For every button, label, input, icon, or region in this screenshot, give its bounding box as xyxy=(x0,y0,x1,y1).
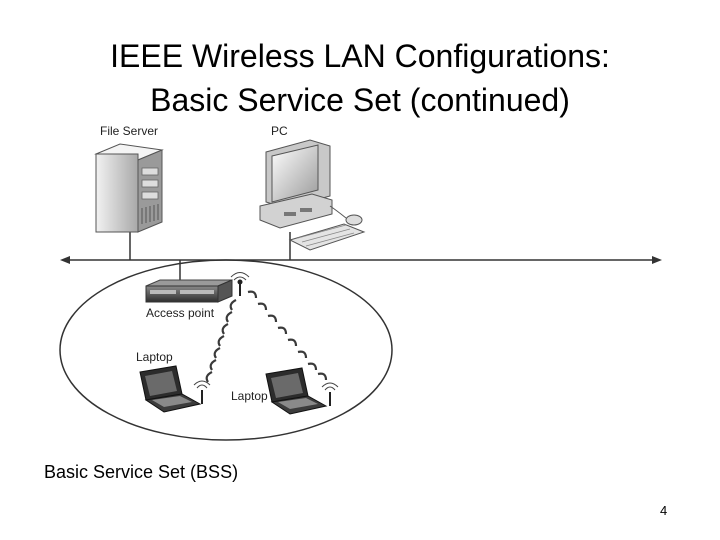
network-backbone-line xyxy=(60,256,662,264)
bss-ellipse xyxy=(59,259,393,441)
wireless-wave-right-icon xyxy=(247,290,328,381)
access-point-icon xyxy=(145,279,243,303)
access-point-signal-icon xyxy=(230,272,250,281)
title-line-2: Basic Service Set (continued) xyxy=(150,82,570,118)
title-line-1: IEEE Wireless LAN Configurations: xyxy=(110,38,610,74)
pc-icon xyxy=(259,139,366,251)
laptop-left-signal-icon xyxy=(193,380,211,389)
diagram-caption: Basic Service Set (BSS) xyxy=(44,462,239,482)
slide-title: IEEE Wireless LAN Configurations: Basic … xyxy=(0,34,720,122)
laptop-right-signal-icon xyxy=(321,382,339,391)
page-number: 4 xyxy=(660,503,668,518)
label-pc: PC xyxy=(271,124,288,138)
label-access-point: Access point xyxy=(146,306,215,320)
laptop-right-icon xyxy=(265,367,331,415)
label-laptop-right: Laptop xyxy=(231,389,268,403)
file-server-icon xyxy=(94,143,164,233)
wireless-wave-left-icon xyxy=(205,299,237,383)
label-file-server: File Server xyxy=(100,124,158,138)
label-laptop-left: Laptop xyxy=(136,350,173,364)
laptop-left-icon xyxy=(139,365,203,413)
